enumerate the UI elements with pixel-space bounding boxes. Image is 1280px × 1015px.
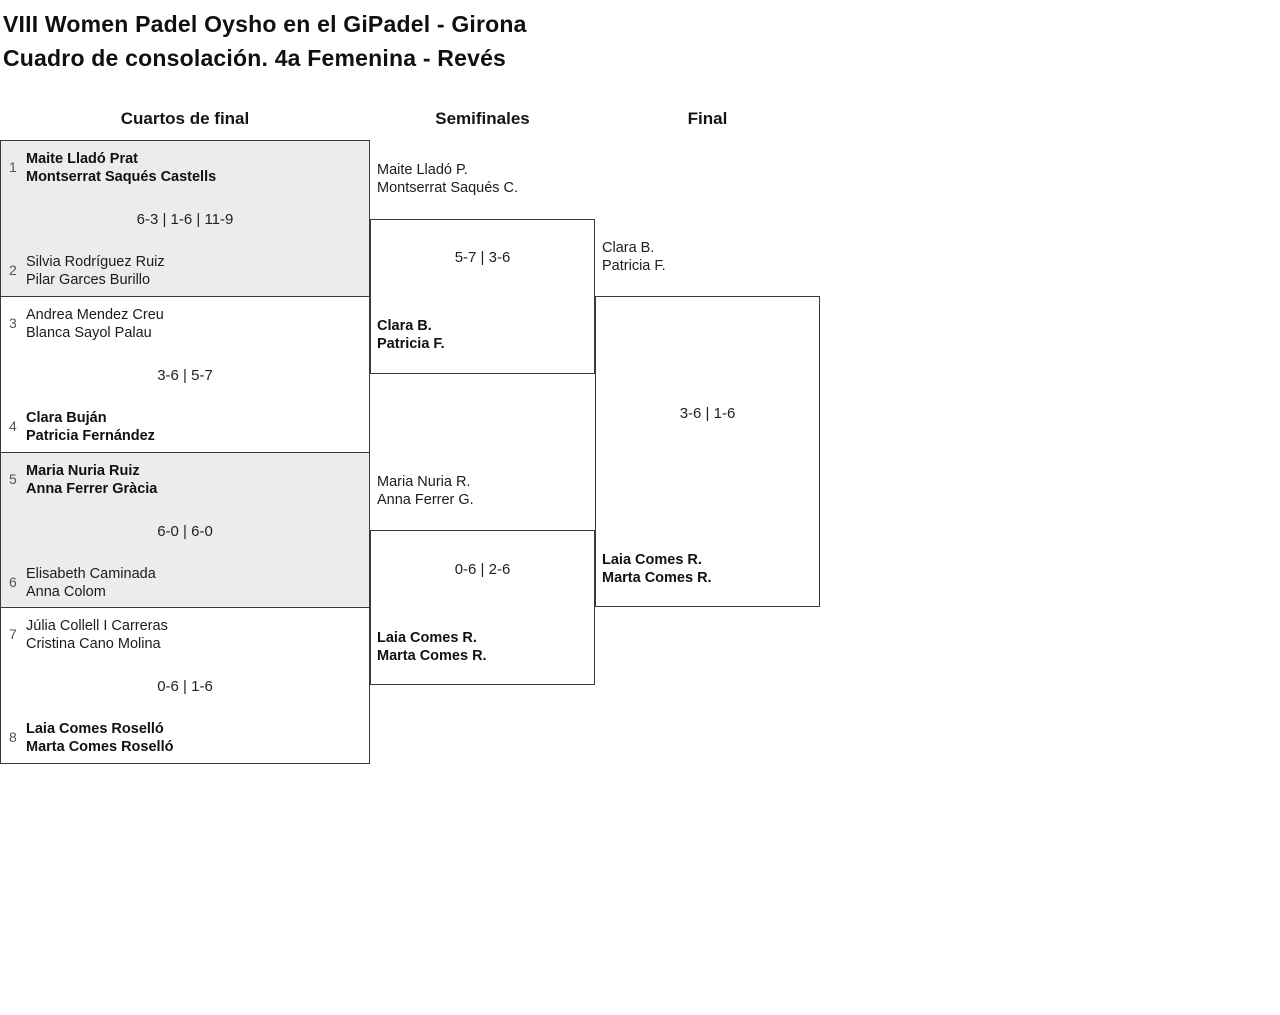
player-name: Anna Ferrer Gràcia	[26, 480, 158, 497]
sf1-score: 5-7 | 3-6	[454, 249, 511, 266]
player-name: Patricia F.	[377, 336, 445, 352]
player-name: Marta Comes R.	[602, 570, 712, 586]
player-name: Silvia Rodríguez Ruiz	[26, 254, 165, 270]
player-name: Maria Nuria Ruiz	[26, 463, 140, 479]
qf3-score: 6-0 | 6-0	[157, 523, 213, 540]
qf2-top-team: Andrea Mendez Creu Blanca Sayol Palau	[26, 307, 164, 342]
player-name: Maite Lladó P.	[377, 162, 468, 178]
player-name: Júlia Collell I Carreras	[26, 618, 168, 634]
player-name: Maite Lladó Prat	[26, 151, 138, 167]
player-name: Anna Ferrer G.	[377, 492, 474, 508]
qf2-score: 3-6 | 5-7	[157, 367, 213, 384]
round-header-quarterfinals: Cuartos de final	[120, 109, 250, 128]
player-name: Maria Nuria R.	[377, 474, 471, 490]
page-title: VIII Women Padel Oysho en el GiPadel - G…	[3, 7, 527, 75]
player-name: Patricia Fernández	[26, 427, 155, 444]
seed-number: 2	[9, 262, 17, 278]
qf-match-4: 7 Júlia Collell I Carreras Cristina Cano…	[0, 607, 370, 764]
seed-number: 6	[9, 574, 17, 590]
page-title-line1: VIII Women Padel Oysho en el GiPadel - G…	[3, 11, 527, 37]
final-match-box	[595, 296, 820, 607]
player-name: Clara Buján	[26, 410, 107, 426]
player-name: Clara B.	[602, 240, 655, 256]
player-name: Marta Comes R.	[377, 648, 487, 664]
sf2-score: 0-6 | 2-6	[454, 561, 511, 578]
sf2-bottom-team: Laia Comes R. Marta Comes R.	[377, 629, 487, 665]
sf1-match-box	[370, 219, 595, 374]
player-name: Pilar Garces Burillo	[26, 271, 151, 288]
qf1-score: 6-3 | 1-6 | 11-9	[136, 211, 234, 228]
qf-match-3: 5 Maria Nuria Ruiz Anna Ferrer Gràcia 6-…	[0, 452, 370, 608]
player-name: Montserrat Saqués Castells	[26, 168, 217, 185]
round-header-semifinals: Semifinales	[435, 109, 530, 128]
seed-number: 5	[9, 471, 17, 487]
player-name: Elisabeth Caminada	[26, 566, 156, 582]
seed-number: 8	[9, 729, 17, 745]
sf2-top-team: Maria Nuria R. Anna Ferrer G.	[377, 473, 474, 509]
player-name: Marta Comes Roselló	[26, 738, 174, 755]
qf4-score: 0-6 | 1-6	[157, 678, 213, 695]
seed-number: 1	[9, 159, 17, 175]
player-name: Andrea Mendez Creu	[26, 307, 164, 323]
qf4-bottom-team: Laia Comes Roselló Marta Comes Roselló	[26, 721, 173, 756]
qf2-bottom-team: Clara Buján Patricia Fernández	[26, 410, 155, 445]
seed-number: 4	[9, 418, 17, 434]
seed-number: 7	[9, 626, 17, 642]
sf1-top-team: Maite Lladó P. Montserrat Saqués C.	[377, 161, 518, 197]
qf4-top-team: Júlia Collell I Carreras Cristina Cano M…	[26, 618, 168, 653]
page-title-line2: Cuadro de consolación. 4a Femenina - Rev…	[3, 45, 507, 71]
final-top-team: Clara B. Patricia F.	[602, 239, 666, 275]
qf-match-2: 3 Andrea Mendez Creu Blanca Sayol Palau …	[0, 296, 370, 453]
player-name: Cristina Cano Molina	[26, 635, 161, 652]
player-name: Patricia F.	[602, 258, 666, 274]
qf-match-1: 1 Maite Lladó Prat Montserrat Saqués Cas…	[0, 140, 370, 297]
qf1-bottom-team: Silvia Rodríguez Ruiz Pilar Garces Buril…	[26, 254, 165, 289]
player-name: Laia Comes Roselló	[26, 721, 164, 737]
final-score: 3-6 | 1-6	[679, 405, 736, 422]
player-name: Anna Colom	[26, 583, 106, 600]
sf2-match-box	[370, 530, 595, 685]
player-name: Blanca Sayol Palau	[26, 324, 152, 341]
sf1-bottom-team: Clara B. Patricia F.	[377, 317, 445, 353]
player-name: Laia Comes R.	[377, 630, 477, 646]
qf3-top-team: Maria Nuria Ruiz Anna Ferrer Gràcia	[26, 463, 157, 498]
final-bottom-team: Laia Comes R. Marta Comes R.	[602, 551, 712, 587]
player-name: Clara B.	[377, 318, 432, 334]
seed-number: 3	[9, 315, 17, 331]
qf3-bottom-team: Elisabeth Caminada Anna Colom	[26, 566, 156, 601]
player-name: Laia Comes R.	[602, 552, 702, 568]
player-name: Montserrat Saqués C.	[377, 180, 519, 196]
round-header-final: Final	[687, 109, 728, 128]
qf1-top-team: Maite Lladó Prat Montserrat Saqués Caste…	[26, 151, 216, 186]
